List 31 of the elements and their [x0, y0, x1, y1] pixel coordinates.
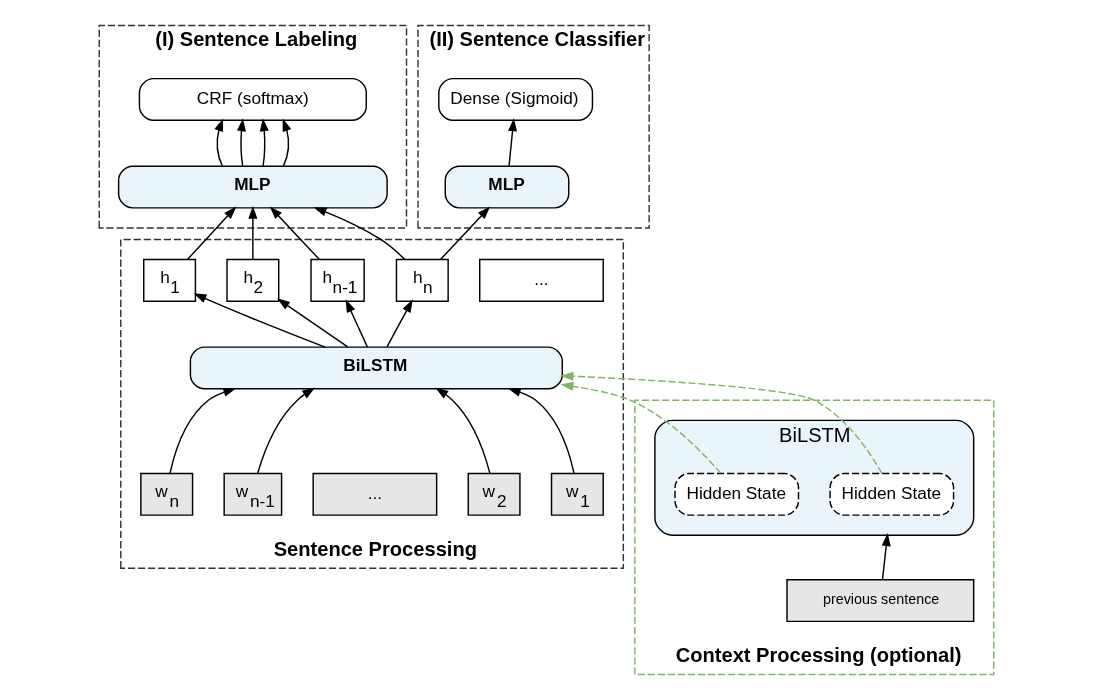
arrow [169, 387, 237, 474]
node-box: Hidden State [674, 472, 800, 516]
node-box: ... [312, 472, 438, 516]
node-box: CRF (softmax) [138, 77, 368, 121]
node-box: MLP [117, 165, 388, 209]
arrow [186, 206, 237, 261]
arrow [507, 387, 575, 475]
node-box: Dense (Sigmoid) [438, 77, 594, 121]
arrow [236, 118, 246, 167]
arrow [386, 299, 413, 348]
arrow [508, 118, 518, 167]
arrow [435, 387, 491, 475]
node-box: previous sentence [786, 579, 975, 623]
node-box: Hidden State [829, 472, 955, 516]
node-box: ... [479, 258, 604, 302]
node-box: MLP [444, 165, 570, 209]
arrow [345, 299, 369, 348]
arrow [193, 293, 326, 348]
arrow [560, 381, 722, 474]
arrow [313, 207, 406, 260]
arrow [256, 387, 316, 474]
arrow [560, 371, 883, 474]
arrow [881, 533, 891, 581]
arrow [259, 118, 269, 167]
arrow [439, 206, 491, 261]
node-box: BiLSTM [189, 346, 563, 390]
arrow [282, 118, 292, 167]
arrow [214, 118, 224, 167]
arrow [269, 206, 320, 261]
arrow [277, 298, 349, 348]
arrow [248, 205, 258, 261]
